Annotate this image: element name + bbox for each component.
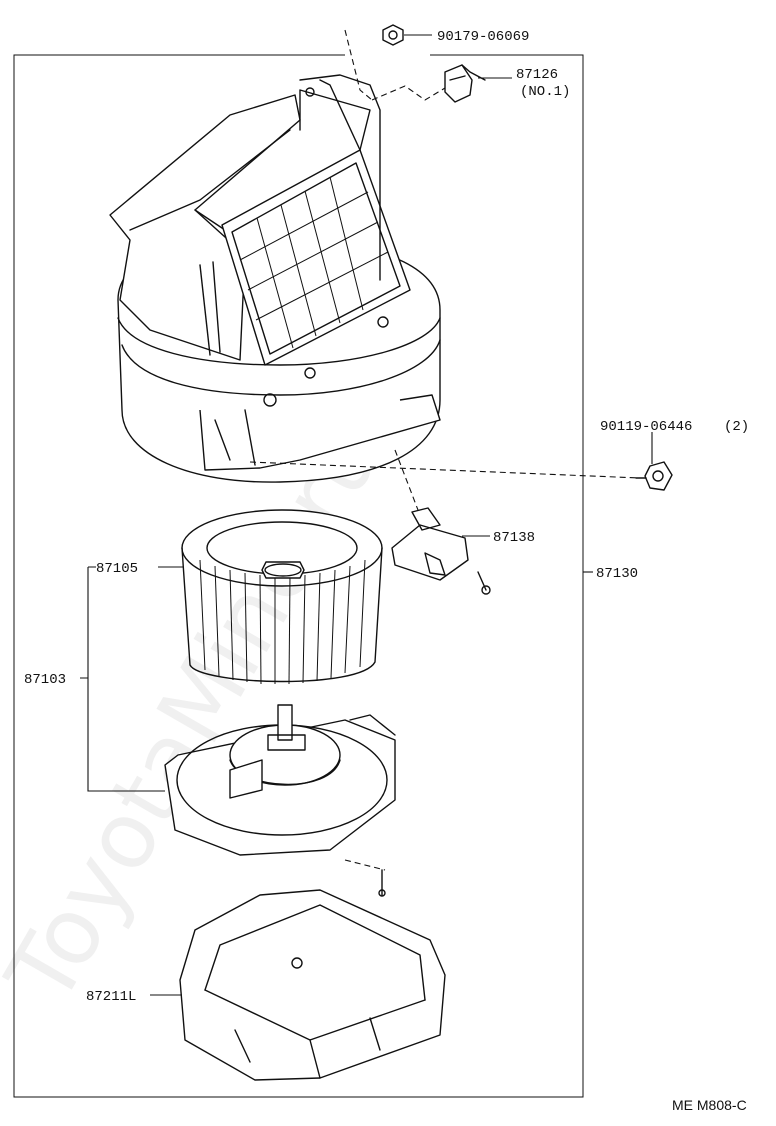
screw-lower xyxy=(378,869,386,897)
label-87103: 87103 xyxy=(24,672,66,688)
assembly-frame xyxy=(13,54,584,1098)
bracket-87103 xyxy=(80,566,165,792)
label-90119: 90119-06446 xyxy=(600,419,692,435)
label-90119-qty: (2) xyxy=(724,419,749,435)
label-87105: 87105 xyxy=(96,561,138,577)
label-87126-note: (NO.1) xyxy=(520,84,570,100)
label-90179: 90179-06069 xyxy=(437,29,529,45)
figure-code: ME M808-C xyxy=(672,1097,747,1113)
sensor-87126 xyxy=(444,64,486,103)
dash-leader-87126 xyxy=(371,84,451,101)
clip-90179 xyxy=(382,24,404,46)
dash-leader-screw xyxy=(344,859,386,871)
dash-leader-90179 xyxy=(344,29,373,101)
fan-87105 xyxy=(181,509,383,685)
label-87211L: 87211L xyxy=(86,989,136,1005)
screw-90119 xyxy=(635,461,673,491)
lower-case-87211L xyxy=(179,889,446,1081)
label-87126: 87126 xyxy=(516,67,558,83)
resistor-87138 xyxy=(391,507,491,595)
blower-case-drawing xyxy=(109,74,441,483)
dash-leader-90119 xyxy=(249,461,641,479)
dash-leader-87138 xyxy=(394,449,419,511)
motor-87103 xyxy=(164,704,396,856)
label-87130: 87130 xyxy=(596,566,638,582)
label-87138: 87138 xyxy=(493,530,535,546)
